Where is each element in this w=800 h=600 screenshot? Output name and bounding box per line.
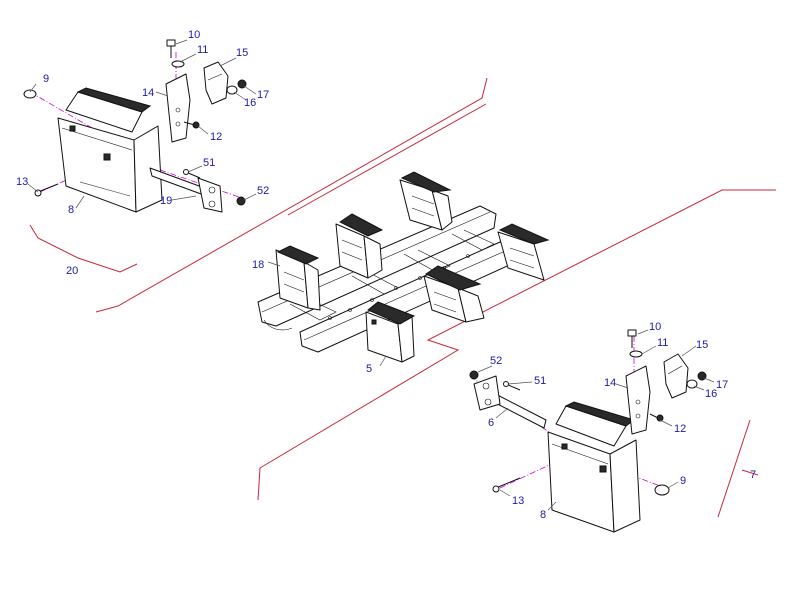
mudguard-8-left xyxy=(57,87,163,213)
callout-11-right: 11 xyxy=(657,337,668,349)
mudguard-18-frame xyxy=(275,245,321,311)
mudguard-assembly-right xyxy=(469,329,707,533)
callout-17-right: 17 xyxy=(716,379,728,391)
callout-9-left: 9 xyxy=(43,73,49,85)
mudguard-frame-top xyxy=(399,171,453,231)
callout-18: 18 xyxy=(252,259,264,271)
callout-12-left: 12 xyxy=(210,131,222,143)
mudguard-8-right xyxy=(547,401,641,533)
callout-13-left: 13 xyxy=(16,176,28,188)
callout-12-right: 12 xyxy=(674,423,686,435)
bolt-13-left xyxy=(34,183,59,197)
callout-52-right: 52 xyxy=(490,355,502,367)
leader-lines xyxy=(27,39,715,511)
callout-15-right: 15 xyxy=(696,339,708,351)
bolt-12-left xyxy=(183,121,200,129)
bolt-51-right xyxy=(503,381,521,391)
bolt-12-right xyxy=(649,413,664,422)
callout-51-right: 51 xyxy=(534,375,546,387)
washer-9-left xyxy=(23,89,37,99)
mudguard-frame-mid xyxy=(423,265,485,323)
bolt-51-left xyxy=(183,169,201,179)
callout-9-right: 9 xyxy=(680,475,686,487)
callout-13-right: 13 xyxy=(512,495,524,507)
callout-52-left: 52 xyxy=(257,185,269,197)
callout-14-left: 14 xyxy=(142,87,154,99)
mudguard-frame-right xyxy=(497,223,550,281)
callout-17-left: 17 xyxy=(257,89,269,101)
group-divider-lines xyxy=(29,77,776,518)
nut-52-right xyxy=(469,370,479,380)
bracket-14-right xyxy=(625,365,651,435)
callout-15-left: 15 xyxy=(236,47,248,59)
washer-9-right xyxy=(654,484,670,496)
callout-8-right: 8 xyxy=(540,509,546,521)
callout-19-left: 19 xyxy=(160,195,172,207)
bolt-10-left xyxy=(166,39,185,68)
callout-20: 20 xyxy=(66,265,78,277)
callout-6: 6 xyxy=(488,417,494,429)
callout-14-right: 14 xyxy=(604,377,616,389)
bracket-15-left xyxy=(203,61,229,105)
callout-7: 7 xyxy=(750,469,756,481)
support-rod-19-left xyxy=(149,167,223,213)
mudguard-assembly-left xyxy=(23,39,247,213)
bolt-10-right xyxy=(627,329,643,358)
nut-52-left xyxy=(236,196,246,206)
callout-10-right: 10 xyxy=(649,321,661,333)
callout-16-left: 16 xyxy=(244,97,256,109)
callout-8-left: 8 xyxy=(68,204,74,216)
nut-17-right xyxy=(697,371,707,381)
callout-11-left: 11 xyxy=(197,44,208,56)
callout-16-right: 16 xyxy=(705,388,717,400)
callout-labels: 9 10 11 15 14 16 17 12 51 13 52 8 19 20 … xyxy=(16,29,756,521)
bracket-15-right xyxy=(663,353,689,399)
mudguard-frame-upper xyxy=(335,213,384,279)
mudguard-5 xyxy=(365,301,416,363)
callout-10-left: 10 xyxy=(188,29,200,41)
chassis-frame xyxy=(257,171,550,363)
bracket-14-left xyxy=(165,73,191,143)
callout-5: 5 xyxy=(366,363,372,375)
callout-51-left: 51 xyxy=(203,157,215,169)
support-rod-6 xyxy=(473,375,547,429)
bolt-13-right xyxy=(492,477,521,493)
